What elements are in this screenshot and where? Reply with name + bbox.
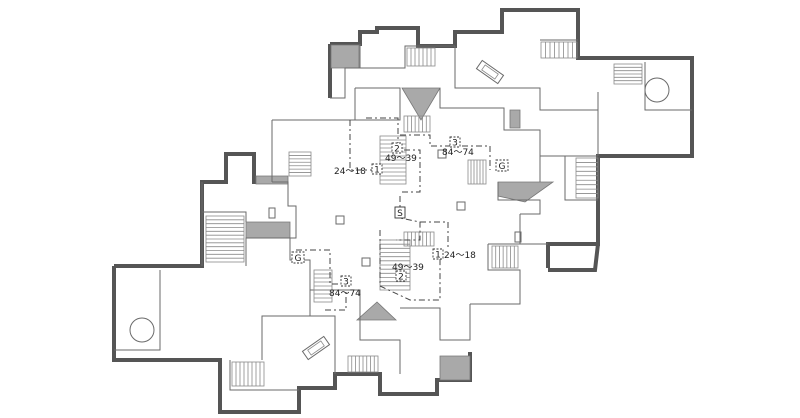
marker-g-lower: G: [295, 254, 302, 264]
marker-box: [291, 251, 305, 264]
marker-1-lower: 1: [435, 251, 441, 261]
shaded-areas: [245, 44, 555, 381]
column: [268, 207, 276, 219]
stair-flight: [403, 115, 431, 133]
round-table-upper: [644, 77, 670, 103]
marker-box: [394, 206, 406, 219]
marker-2-lower: 2: [398, 273, 404, 283]
range-label-2-lower: 49～39: [392, 263, 424, 273]
marker-s-center: S: [397, 209, 403, 219]
stair-flight: [313, 269, 333, 303]
stair-flight: [575, 157, 599, 199]
marker-g-upper: G: [499, 162, 506, 172]
column: [514, 231, 522, 243]
marker-2-upper: 2: [394, 145, 400, 155]
marker-box: [371, 163, 383, 175]
stair-flight: [403, 231, 435, 247]
features: [129, 59, 670, 361]
marker-box: [395, 270, 407, 282]
marker-1-upper: 1: [374, 166, 380, 176]
marker-box: [340, 275, 352, 287]
range-label-3-upper: 84～74: [442, 148, 474, 158]
marker-box: [432, 248, 444, 260]
car-upper: [475, 59, 505, 85]
marker-box: [391, 142, 403, 154]
column: [361, 257, 371, 267]
stair-flight: [540, 41, 578, 59]
stair-flight: [613, 63, 643, 85]
stair-flight: [491, 245, 519, 269]
round-table-lower: [129, 317, 155, 343]
stair-flight: [379, 135, 407, 185]
car-lower: [301, 335, 331, 361]
labels: 3 84～74 2 49～39 24～18 1 G S G 3 84～74 49…: [291, 136, 509, 299]
stair-flight: [231, 361, 265, 387]
range-label-3-lower: 84～74: [329, 289, 361, 299]
stair-flight: [347, 355, 379, 373]
stairs: [205, 41, 643, 387]
column: [335, 215, 345, 225]
range-label-1-lower: 24～18: [444, 251, 476, 261]
marker-3-upper: 3: [452, 139, 458, 149]
stair-flight: [406, 47, 436, 67]
room-outlines: [114, 39, 692, 391]
marker-3-lower: 3: [343, 278, 349, 288]
column: [456, 201, 466, 211]
marker-box: [449, 136, 461, 148]
stair-flight: [288, 151, 312, 177]
range-label-2-upper: 49～39: [385, 154, 417, 164]
stair-flight: [205, 215, 245, 263]
stair-flight: [467, 159, 487, 185]
column: [437, 149, 447, 159]
marker-box: [495, 159, 509, 172]
range-label-1-upper: 24～18: [334, 167, 366, 177]
